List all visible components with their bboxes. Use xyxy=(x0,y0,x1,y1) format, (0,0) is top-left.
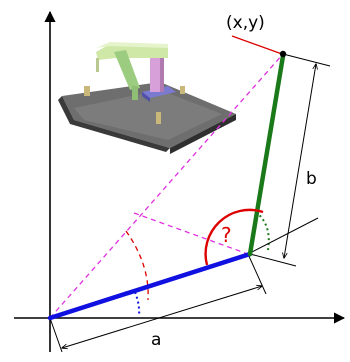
link-b xyxy=(247,53,286,257)
robot-shaft-rod xyxy=(96,58,99,72)
a-extension-line xyxy=(247,217,319,255)
reach-dashed-line xyxy=(49,53,284,319)
robot-arm-1-top xyxy=(96,42,168,48)
elbow-angle-arc xyxy=(204,208,264,266)
post-center xyxy=(156,112,161,124)
table-side xyxy=(58,96,170,152)
point-label: (x,y) xyxy=(226,13,265,33)
table-front xyxy=(170,114,236,154)
b-ext-bottom xyxy=(249,253,297,267)
a-ext-origin xyxy=(49,317,63,353)
length-a-label: a xyxy=(151,330,161,350)
b-dimension-arrow xyxy=(284,64,316,258)
robot-base-side xyxy=(142,92,150,102)
post-left xyxy=(84,86,90,96)
b-ext-top xyxy=(282,53,331,67)
length-b-label: b xyxy=(306,169,317,189)
robot-illustration xyxy=(58,42,236,154)
point-marker-line xyxy=(231,35,283,55)
robot-shaft xyxy=(132,86,138,100)
robot-arm-1 xyxy=(96,44,168,60)
a-dimension-arrow xyxy=(62,286,262,348)
post-right xyxy=(180,86,185,94)
unknown-angle-label: ? xyxy=(221,223,232,247)
table-top-shade xyxy=(74,90,222,140)
end-effector-point xyxy=(279,50,287,58)
robot-arm-2 xyxy=(114,50,140,90)
drop-dashed-line xyxy=(133,212,249,255)
robot-column-shade xyxy=(160,58,164,92)
angle-dotted-arc-blue xyxy=(134,291,141,317)
link-a xyxy=(47,251,253,321)
